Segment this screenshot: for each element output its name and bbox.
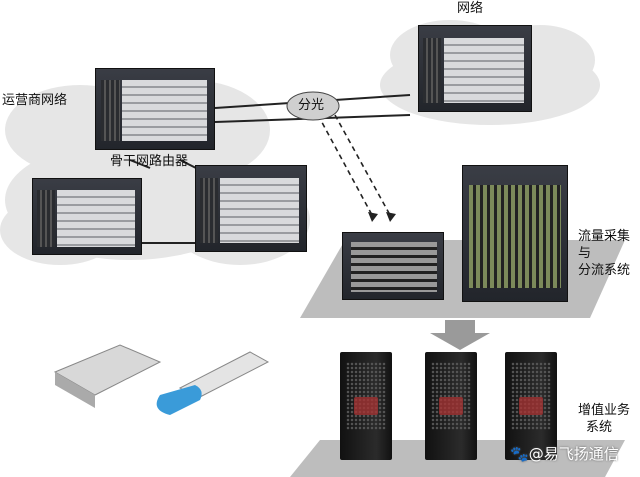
internet-router [418,25,532,112]
carrier-network-label: 运营商网络 [2,93,68,108]
backbone-router-label: 骨干网路由器 [110,154,189,169]
backbone-router-3 [195,165,307,252]
server-3 [505,352,557,460]
vas-line1: 增值业务 [578,403,631,418]
vas-line2: 系统 [586,420,613,435]
distribution-chassis [462,165,568,302]
watermark: 🐾@易飞扬通信 [510,446,619,463]
capture-device [342,232,444,300]
watermark-text: @易飞扬通信 [528,445,619,463]
backbone-router-2 [32,178,142,255]
traffic-system-line1: 流量采集与 [578,229,631,261]
backbone-router-1 [95,68,215,150]
split-arrows [317,114,391,216]
transceiver-module-1 [53,344,162,408]
transceiver-module-2 [156,351,270,415]
vas-system-label: 增值业务 系统 [578,402,630,436]
traffic-system-label: 流量采集与 分流系统 [578,228,640,279]
server-2 [425,352,477,460]
down-arrow-icon [430,320,490,350]
splitter-label: 分光 [298,98,325,113]
server-1 [340,352,392,460]
splitter-node [286,91,340,121]
baidu-paw-icon: 🐾 [510,445,529,463]
network-label: 网络 [457,1,484,16]
traffic-system-line2: 分流系统 [578,263,631,278]
